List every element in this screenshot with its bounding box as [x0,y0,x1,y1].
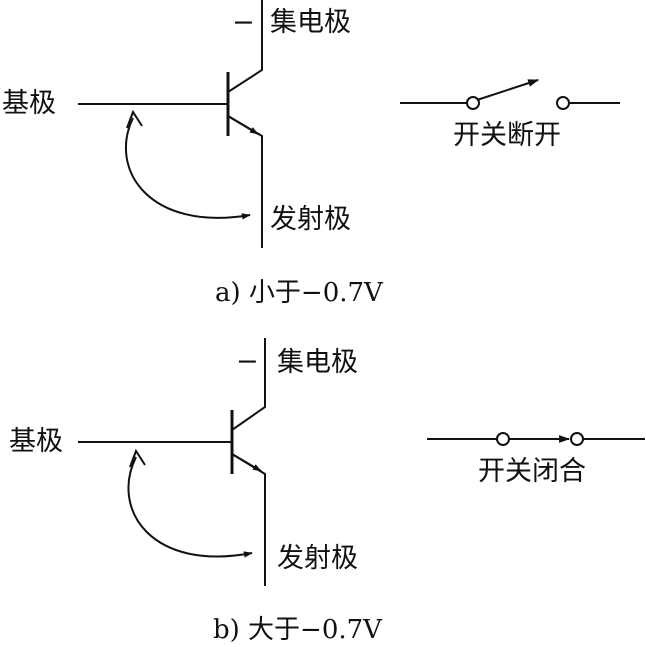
switch-terminal-left-a [466,96,480,110]
switch-terminal-right-a [556,96,570,110]
collector-sign-a: − [232,7,255,38]
curve-tail-b [129,448,146,468]
switch-closed [427,432,645,446]
switch-terminal-left-b [496,432,510,446]
collector-label-a: 集电极 [270,7,351,38]
transistor-a [78,0,263,248]
collector-label-b: 集电极 [277,347,358,378]
base-label-b: 基极 [9,426,63,457]
emitter-arrow-a [227,115,259,135]
switch-lever-a [476,79,540,101]
emitter-label-b: 发射极 [277,543,358,574]
curve-tail-a [126,109,143,129]
switch-open [400,79,620,110]
caption-b: b) 大于−0.7V [213,615,382,645]
emitter-arrow-b [231,453,262,472]
emitter-lead-a [227,115,263,248]
emitter-lead-b [231,453,266,586]
collector-lead-a [227,0,263,93]
base-emitter-curve-a [124,117,251,220]
switch-label-a: 开关断开 [453,120,561,151]
emitter-label-a: 发射极 [270,204,351,235]
switch-label-b: 开关闭合 [478,456,586,487]
collector-sign-b: − [236,346,259,377]
switch-terminal-right-b [570,432,584,446]
collector-lead-b [231,338,266,431]
base-emitter-curve-b [127,456,253,558]
base-label-a: 基极 [2,88,56,119]
caption-a: a) 小于−0.7V [215,278,383,308]
transistor-b [78,338,266,586]
